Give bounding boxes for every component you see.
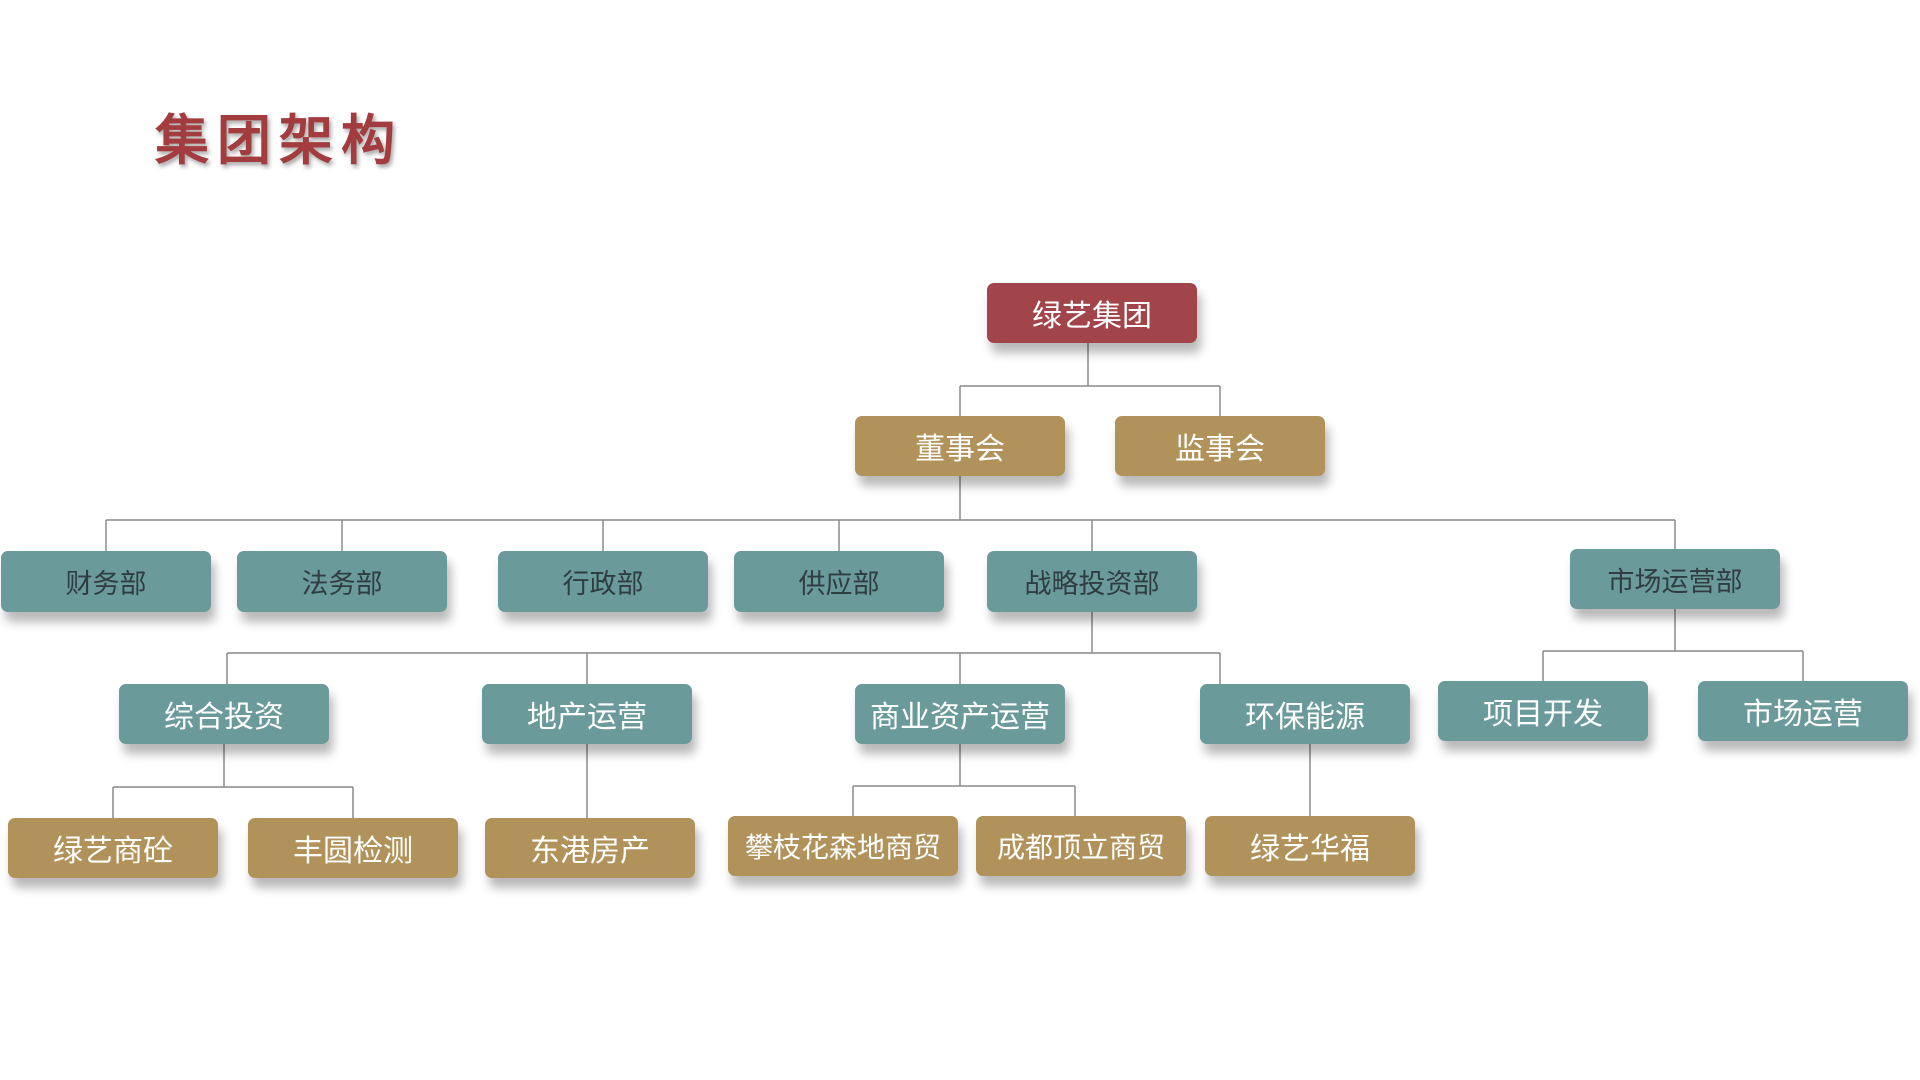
node-marketing-dept: 市场运营部 [1570,549,1780,609]
node-strategy-dept: 战略投资部 [987,551,1197,612]
node-chengdu-trade: 成都顶立商贸 [976,816,1186,876]
node-market-operation: 市场运营 [1698,681,1908,741]
node-panzhihua-trade: 攀枝花森地商贸 [728,816,958,876]
node-lvyi-concrete: 绿艺商砼 [8,818,218,878]
node-fengyuan-testing: 丰圆检测 [248,818,458,878]
node-environment-energy: 环保能源 [1200,684,1410,744]
node-comprehensive-investment: 综合投资 [119,684,329,744]
node-commercial-asset-operation: 商业资产运营 [855,684,1065,744]
page-title: 集团架构 [155,108,403,172]
node-legal-dept: 法务部 [237,551,447,612]
node-supervisory-board: 监事会 [1115,416,1325,476]
node-project-development: 项目开发 [1438,681,1648,741]
node-supply-dept: 供应部 [734,551,944,612]
node-realestate-operation: 地产运营 [482,684,692,744]
node-lvyi-huafu: 绿艺华福 [1205,816,1415,876]
node-donggang-realestate: 东港房产 [485,818,695,878]
node-finance-dept: 财务部 [1,551,211,612]
node-lvyi-group: 绿艺集团 [987,283,1197,343]
node-board-of-directors: 董事会 [855,416,1065,476]
node-admin-dept: 行政部 [498,551,708,612]
